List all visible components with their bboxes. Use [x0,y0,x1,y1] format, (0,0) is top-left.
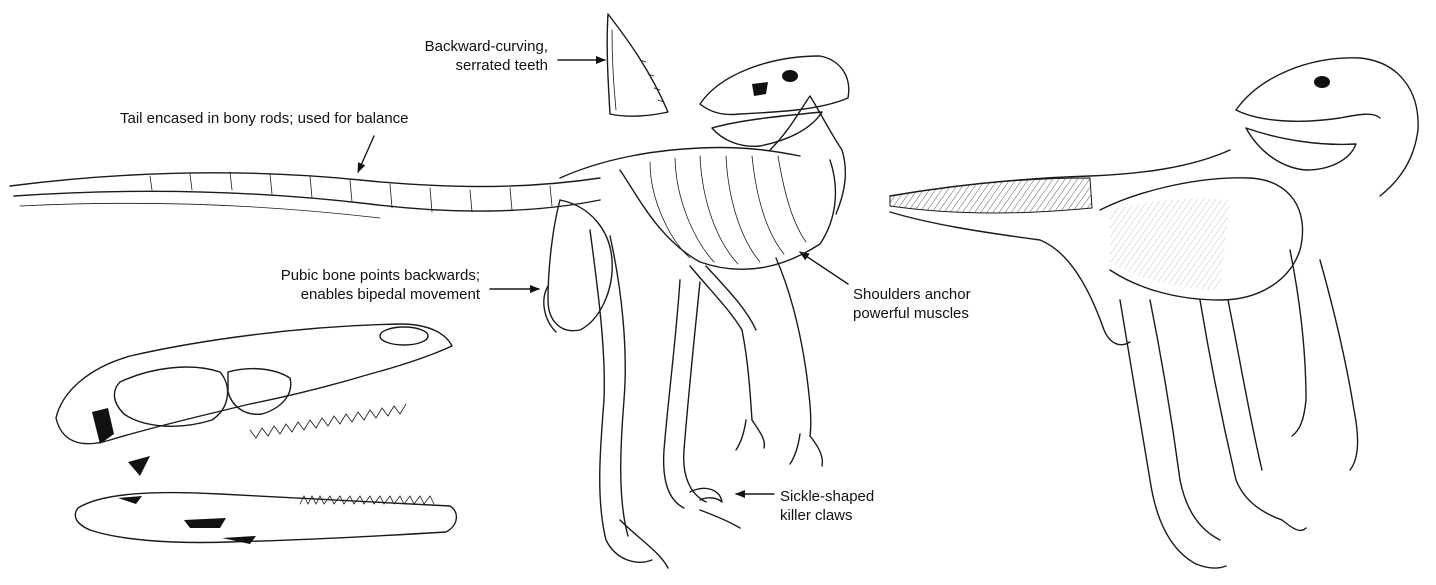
shoulders-annotation-line-1: Shoulders anchor [853,285,971,304]
dinosaur-skeleton-drawing [10,56,849,568]
pubic-annotation-line-2: enables bipedal movement [180,285,480,304]
teeth-annotation-line-2: serrated teeth [348,56,548,75]
claws-annotation-line-2: killer claws [780,506,874,525]
shoulders-arrow [800,252,848,284]
shoulders-annotation: Shoulders anchor powerful muscles [853,285,971,323]
teeth-annotation-line-1: Backward-curving, [348,37,548,56]
serrated-tooth-drawing [607,14,668,116]
tail-annotation: Tail encased in bony rods; used for bala… [120,109,409,128]
skull-drawing [56,324,456,544]
shoulders-annotation-line-2: powerful muscles [853,304,971,323]
claws-annotation: Sickle-shaped killer claws [780,487,874,525]
tail-arrow [358,136,374,172]
pubic-annotation-line-1: Pubic bone points backwards; [180,266,480,285]
pubic-annotation: Pubic bone points backwards; enables bip… [180,266,480,304]
teeth-annotation: Backward-curving, serrated teeth [348,37,548,75]
tail-annotation-line-1: Tail encased in bony rods; used for bala… [120,109,409,128]
claws-annotation-line-1: Sickle-shaped [780,487,874,506]
